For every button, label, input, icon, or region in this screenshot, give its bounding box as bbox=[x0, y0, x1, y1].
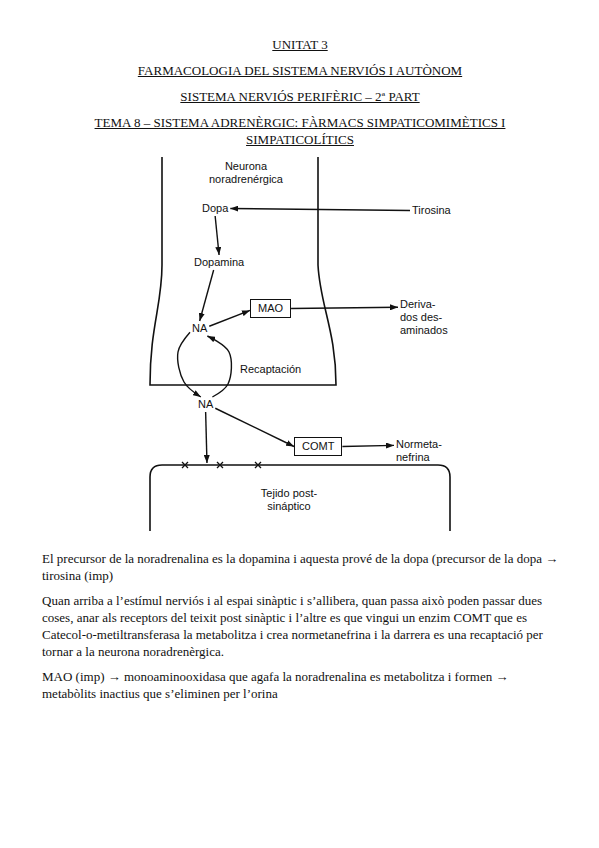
body-text: El precursor de la noradrenalina es la d… bbox=[42, 550, 564, 710]
molecule-label: Dopa bbox=[200, 201, 230, 216]
molecule-label: Tirosina bbox=[410, 203, 453, 218]
molecule-label: NA bbox=[190, 321, 209, 336]
enzyme-box: COMT bbox=[294, 437, 342, 456]
membrane-line bbox=[150, 157, 336, 385]
node-text: NA bbox=[192, 322, 207, 335]
node-text: Normeta- nefrina bbox=[396, 438, 448, 464]
arrow-connector bbox=[207, 336, 231, 397]
heading-block: UNITAT 3 FARMACOLOGIA DEL SISTEMA NERVIÓS… bbox=[80, 36, 520, 157]
heading-line: SISTEMA NERVIÓS PERIFÈRIC – 2ª PART bbox=[80, 88, 520, 105]
product-label: Normeta- nefrina bbox=[394, 437, 450, 465]
node-text: Deriva- dos des- aminados bbox=[400, 298, 454, 337]
node-text: Neurona noradrenérgica bbox=[200, 160, 292, 186]
node-text: Tejido post- sináptico bbox=[252, 487, 326, 513]
edge-label: Recaptación bbox=[238, 363, 303, 376]
receptor-mark bbox=[217, 462, 223, 468]
molecule-label: Dopamina bbox=[192, 255, 246, 270]
enzyme-box: MAO bbox=[250, 299, 291, 318]
body-paragraph: Quan arriba a l’estímul nerviós i al esp… bbox=[42, 592, 564, 660]
arrow-connector bbox=[230, 209, 410, 211]
node-text: Dopa bbox=[202, 202, 228, 215]
node-text: COMT bbox=[302, 440, 334, 453]
membrane-line bbox=[150, 465, 450, 531]
molecule-label: NA bbox=[196, 397, 215, 412]
arrow-connector bbox=[215, 216, 219, 255]
arrow-connector bbox=[291, 307, 398, 308]
heading-line: FARMACOLOGIA DEL SISTEMA NERVIÓS I AUTÒN… bbox=[80, 62, 520, 79]
neuron-terminal: Neurona noradrenérgicaDopaDopaminaNA MAO bbox=[146, 155, 342, 389]
postsynaptic-tissue: Tejido post- sináptico bbox=[148, 463, 452, 533]
receptor-mark bbox=[182, 462, 188, 468]
node-text: MAO bbox=[258, 302, 283, 315]
neuron-outline bbox=[146, 155, 342, 389]
arrow-connector bbox=[342, 445, 394, 446]
node-text: Dopamina bbox=[194, 256, 244, 269]
receptor-mark bbox=[255, 462, 261, 468]
body-paragraph: MAO (imp) → monoaminooxidasa que agafa l… bbox=[42, 668, 564, 702]
arrow-connector bbox=[200, 270, 214, 321]
arrow-connector bbox=[206, 412, 207, 463]
page-title: UNITAT 3 bbox=[80, 36, 520, 53]
product-label: Deriva- dos des- aminados bbox=[398, 297, 456, 338]
heading-line: TEMA 8 – SISTEMA ADRENÈRGIC: FÀRMACS SIM… bbox=[80, 114, 520, 148]
arrow-connector bbox=[209, 310, 250, 326]
node-text: Tirosina bbox=[412, 204, 451, 217]
arrow-connector bbox=[178, 332, 201, 397]
arrow-connector bbox=[215, 408, 294, 446]
body-paragraph: El precursor de la noradrenalina es la d… bbox=[42, 550, 564, 584]
node-text: NA bbox=[198, 398, 213, 411]
